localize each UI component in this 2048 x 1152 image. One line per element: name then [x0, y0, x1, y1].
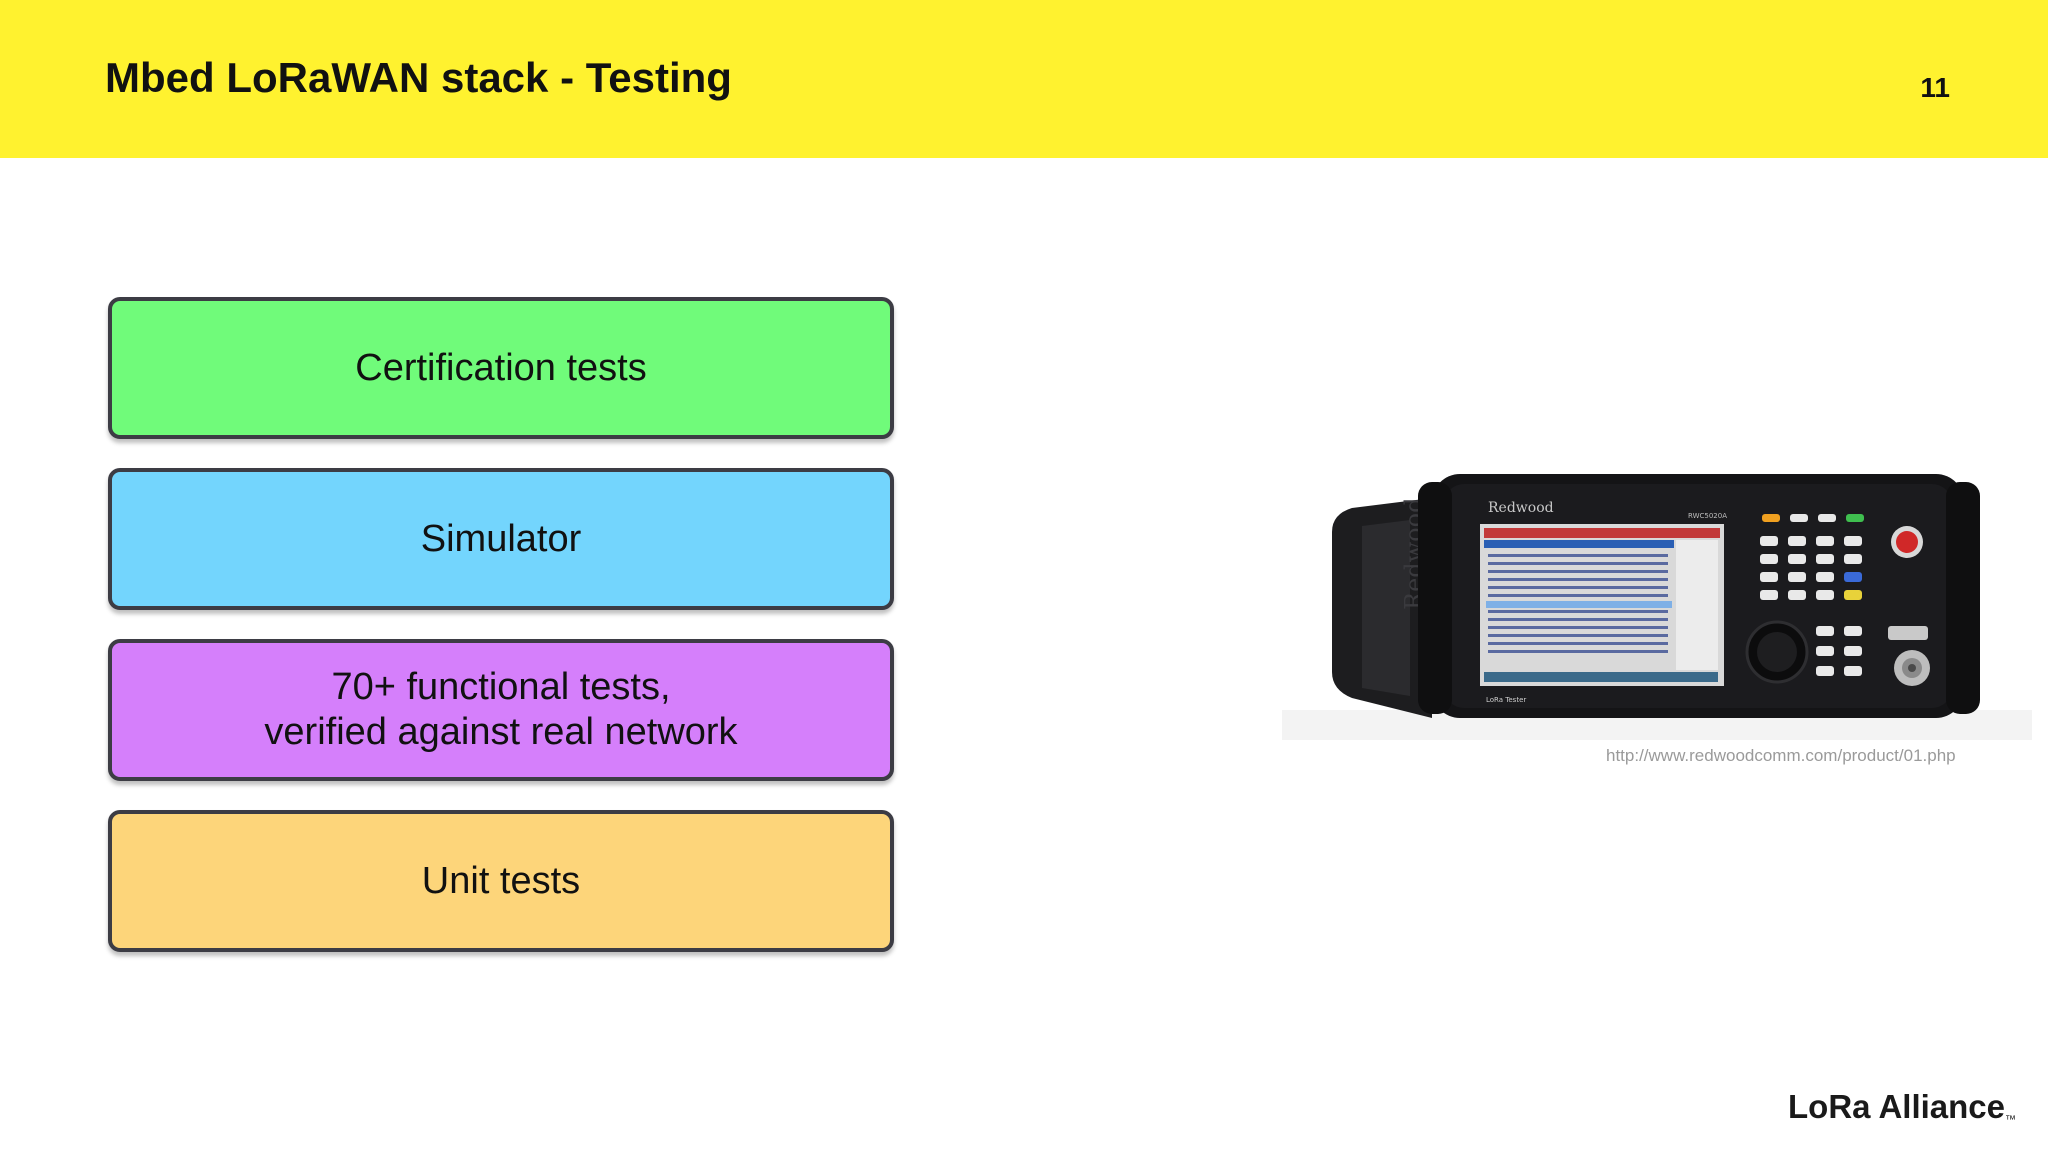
box-label: Unit tests: [421, 859, 581, 902]
functional-tests-box: 70+ functional tests, verified against r…: [108, 639, 894, 781]
slide-title: Mbed LoRaWAN stack - Testing: [105, 54, 732, 101]
lora-tester-device-icon: Redwood Redwood RWC5020A: [1282, 474, 2032, 740]
box-label: 70+ functional tests, verified against r…: [264, 666, 738, 753]
unit-tests-box: Unit tests: [108, 810, 894, 952]
image-source-caption: http://www.redwoodcomm.com/product/01.ph…: [1606, 746, 1956, 765]
lora-tester-image: Redwood Redwood RWC5020A: [1282, 460, 2032, 740]
box-label: Simulator: [420, 517, 582, 560]
certification-tests-box: Certification tests: [108, 297, 894, 439]
logo-text: LoRa Alliance: [1788, 1088, 2005, 1125]
svg-text:RWC5020A: RWC5020A: [1688, 512, 1727, 520]
box-label: Certification tests: [355, 346, 647, 389]
simulator-box: Simulator: [108, 468, 894, 610]
trademark-symbol: ™: [2005, 1114, 2016, 1126]
slide-header: Mbed LoRaWAN stack - Testing 11: [0, 0, 2048, 158]
page-number: 11: [1920, 72, 1950, 103]
svg-text:Redwood: Redwood: [1488, 500, 1554, 516]
svg-text:LoRa Tester: LoRa Tester: [1486, 696, 1526, 704]
